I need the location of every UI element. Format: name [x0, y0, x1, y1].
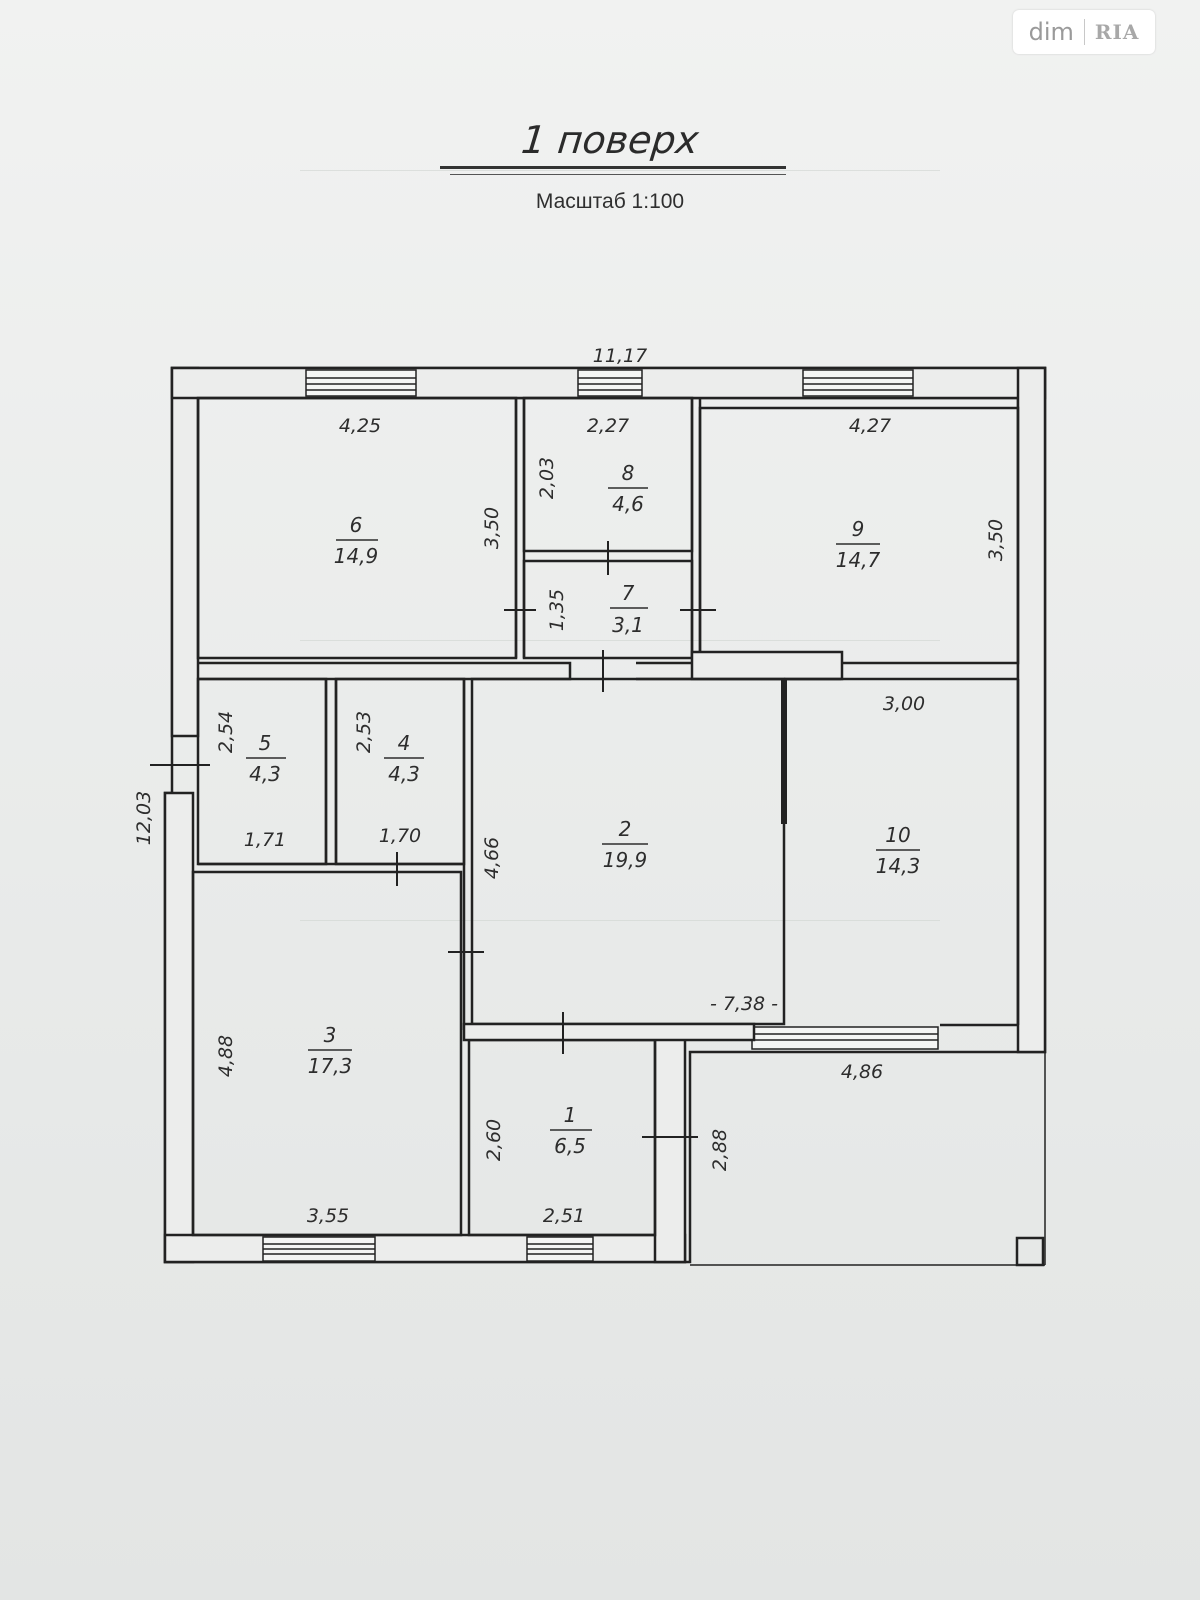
room-8-label: 8 4,6 [608, 461, 648, 516]
wall-fill [163, 366, 1047, 1264]
room-number: 9 [852, 517, 865, 541]
room-area: 14,9 [334, 544, 379, 568]
room-area: 3,1 [612, 613, 644, 637]
room-number: 4 [398, 731, 411, 755]
bottom-wall [163, 1233, 687, 1264]
window-room8 [577, 369, 643, 397]
title-underline [440, 166, 786, 169]
room-area: 4,3 [249, 762, 281, 786]
left-entry-door [150, 735, 210, 794]
right-wall [1016, 366, 1047, 1054]
outer-walls [163, 366, 1047, 1264]
dim-left-total: 12,03 [133, 791, 155, 845]
title-underline-thin [450, 174, 786, 175]
room-9-label: 9 14,7 [836, 517, 881, 572]
room-6-label: 6 14,9 [334, 513, 379, 568]
dim-r8-width: 2,27 [587, 415, 629, 437]
room-area: 4,3 [388, 762, 420, 786]
room-area: 14,3 [876, 854, 921, 878]
room-10-label: 10 14,3 [876, 823, 921, 878]
left-wall-lower [163, 791, 195, 1264]
room-labels: 6 14,9 8 4,6 9 14,7 7 3,1 5 4,3 4 4,3 [246, 461, 920, 1158]
interior-walls [191, 396, 1020, 1237]
room-1-label: 1 6,5 [550, 1103, 592, 1158]
dim-r6-width: 4,25 [339, 415, 381, 437]
room-3-label: 3 17,3 [308, 1023, 353, 1078]
room-7-label: 7 3,1 [610, 581, 648, 637]
top-windows [305, 369, 914, 397]
room-number: 7 [622, 581, 635, 605]
room-number: 2 [619, 817, 632, 841]
watermark-divider [1083, 19, 1085, 45]
dim-r5-width: 1,71 [244, 829, 286, 851]
dim-r9-height: 3,50 [985, 519, 1007, 561]
dim-r1-height: 2,60 [483, 1119, 505, 1161]
room-number: 8 [622, 461, 635, 485]
room-area: 4,6 [612, 492, 644, 516]
left-wall-upper [170, 366, 200, 738]
room-4-label: 4 4,3 [384, 731, 424, 786]
dim-r4-height: 2,53 [353, 711, 375, 753]
room-number: 5 [259, 731, 272, 755]
room-area: 14,7 [836, 548, 881, 572]
dim-r4-width: 1,70 [379, 825, 421, 847]
watermark-brand: dim [1028, 18, 1074, 46]
dim-r5-height: 2,54 [215, 711, 237, 753]
room-number: 3 [324, 1023, 337, 1047]
room-area: 19,9 [603, 848, 648, 872]
dim-terrace-width: 4,86 [841, 1061, 883, 1083]
dim-entry-depth: 2,88 [709, 1129, 731, 1171]
room-5-label: 5 4,3 [246, 731, 286, 786]
watermark-sub: RIA [1094, 20, 1140, 44]
scale-label: Масштаб 1:100 [535, 190, 685, 213]
dim-r2-height: 4,66 [481, 837, 503, 879]
window-room9 [802, 369, 914, 397]
room-2-label: 2 19,9 [602, 817, 648, 872]
dim-ria-watermark: dim RIA [1013, 10, 1155, 54]
window-room10 [751, 1026, 939, 1050]
bottom-windows [262, 1026, 939, 1262]
door-markers [396, 541, 716, 1138]
terrace-outline [690, 1052, 1046, 1267]
dim-top-total: 11,17 [593, 345, 647, 367]
room-area: 17,3 [308, 1054, 353, 1078]
outer-wall-contour [163, 366, 1047, 1264]
room-number: 1 [564, 1103, 577, 1127]
room-number: 10 [885, 823, 910, 847]
dim-r2-r10-length: - 7,38 - [710, 993, 778, 1015]
room-area: 6,5 [554, 1134, 586, 1158]
window-room6 [305, 369, 417, 397]
dim-r8-height: 2,03 [536, 457, 558, 499]
room9-walls [698, 406, 1020, 665]
dim-r6-height: 3,50 [481, 507, 503, 549]
dim-r3-width: 3,55 [307, 1205, 349, 1227]
dim-r7-height: 1,35 [546, 589, 568, 631]
entry-wall [653, 1023, 687, 1264]
dim-r9-width: 4,27 [849, 415, 891, 437]
room3-walls [191, 870, 463, 1237]
bleed-through-text [300, 170, 940, 921]
terrace-post [1015, 1236, 1045, 1267]
dim-r10-width: 3,00 [883, 693, 925, 715]
dim-r1-width: 2,51 [543, 1205, 585, 1227]
dimension-labels: 11,17 12,03 4,25 3,50 2,27 2,03 4,27 3,5… [133, 345, 1007, 1227]
room-number: 6 [350, 513, 363, 537]
dim-r3-height: 4,88 [215, 1035, 237, 1077]
